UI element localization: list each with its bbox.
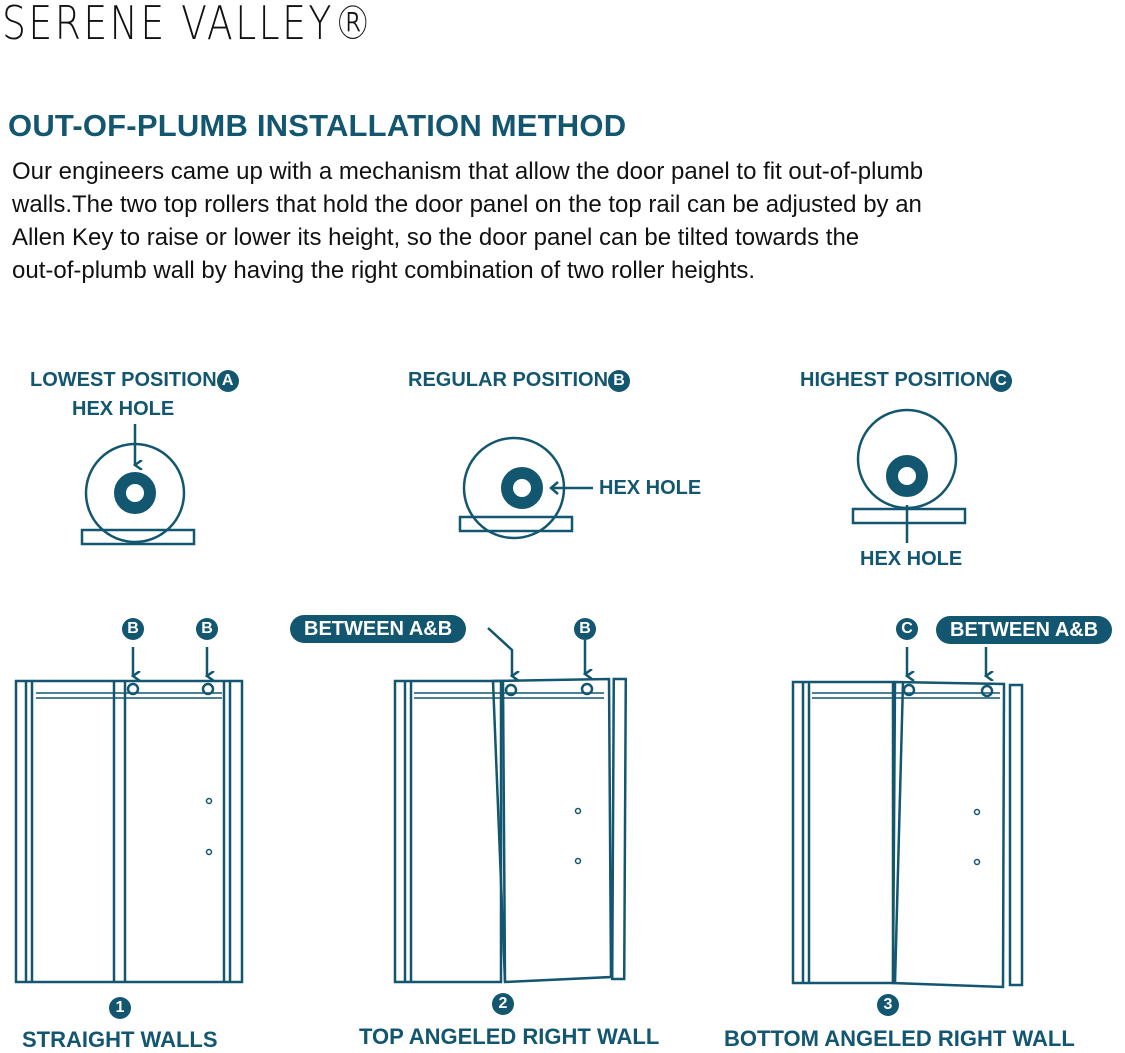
scenario-number-3: 3: [877, 994, 899, 1016]
position-b-text: REGULAR POSITION: [408, 369, 609, 391]
description-line: out-of-plumb wall by having the right co…: [12, 257, 756, 284]
scenario-number-2: 2: [492, 993, 514, 1015]
door-diagram-bottom-angled: [791, 647, 1024, 989]
roller-badge-1-right: B: [196, 618, 218, 640]
scenario-caption-1: STRAIGHT WALLS: [22, 1027, 218, 1052]
roller-badge-1-left: B: [122, 618, 144, 640]
roller-highest-icon: [851, 408, 967, 543]
badge-c-icon: C: [990, 369, 1013, 392]
brand-logo: SERENE VALLEY®: [2, 0, 375, 50]
hex-hole-label-c: HEX HOLE: [860, 548, 963, 570]
position-c-text: HIGHEST POSITION: [800, 369, 991, 391]
description: Our engineers came up with a mechanism t…: [12, 155, 1112, 287]
position-a-text: LOWEST POSITION: [30, 369, 217, 391]
badge-b-icon: B: [608, 369, 631, 392]
roller-regular-icon: [458, 436, 593, 540]
roller-badge-2-right: B: [574, 618, 596, 640]
description-line: Allen Key to raise or lower its height, …: [12, 224, 860, 251]
roller-pill-3-right: BETWEEN A&B: [936, 616, 1113, 644]
door-diagram-straight: [14, 647, 244, 984]
hex-hole-label-a: HEX HOLE: [72, 398, 175, 420]
roller-badge-3-left: C: [896, 618, 918, 640]
roller-pill-2-left: BETWEEN A&B: [290, 615, 467, 643]
door-diagram-top-angled: [393, 627, 628, 984]
badge-a-icon: A: [216, 369, 239, 392]
scenario-caption-2: TOP ANGELED RIGHT WALL: [359, 1024, 660, 1049]
page-title: OUT-OF-PLUMB INSTALLATION METHOD: [8, 108, 627, 143]
hex-hole-label-b: HEX HOLE: [599, 477, 702, 499]
scenario-number-1: 1: [109, 997, 131, 1019]
scenario-caption-3: BOTTOM ANGELED RIGHT WALL: [724, 1026, 1075, 1051]
roller-lowest-icon: [80, 424, 196, 546]
description-line: walls.The two top rollers that hold the …: [12, 191, 922, 218]
description-line: Our engineers came up with a mechanism t…: [12, 158, 924, 185]
